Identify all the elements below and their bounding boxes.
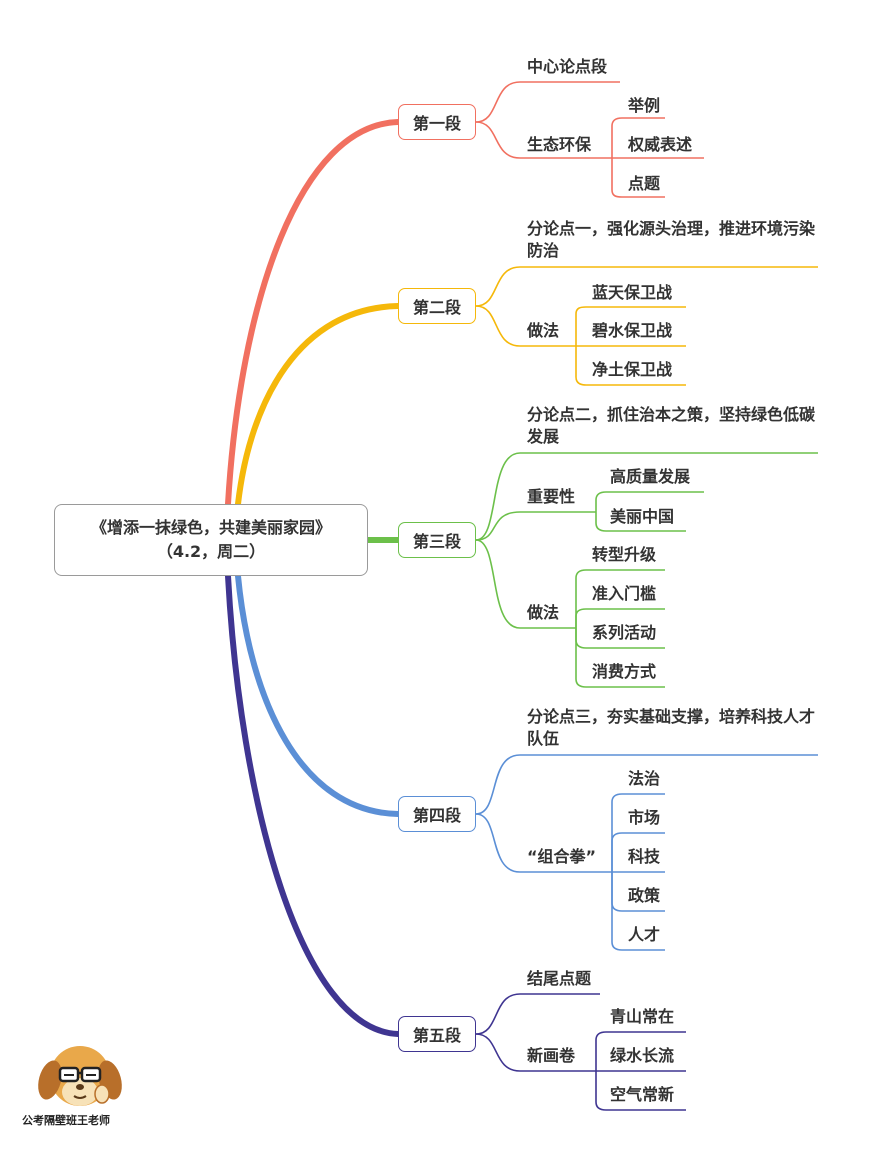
topic-new-picture[interactable]: 新画卷 [527,1046,576,1065]
section-label: 第五段 [412,1026,461,1045]
topic-clear-water[interactable]: 碧水保卫战 [592,321,673,340]
topic-combination[interactable]: “组合拳” [527,847,597,866]
section-2-lines [475,266,818,386]
topic-method[interactable]: 做法 [527,603,560,622]
topic-rule-of-law[interactable]: 法治 [628,769,661,788]
topic-sub-argument-2[interactable]: 分论点二，抓住治本之策，坚持绿色低碳发展 [527,405,816,446]
root-title: 《增添一抹绿色，共建美丽家园》 [90,518,331,537]
topic-central-thesis[interactable]: 中心论点段 [527,57,608,76]
root-date: （4.2，周二） [156,542,266,561]
topic-sub-argument-1[interactable]: 分论点一，强化源头治理，推进环境污染防治 [527,219,816,260]
topic-method[interactable]: 做法 [527,321,560,340]
dog-mascot-icon [38,1046,122,1106]
topic-consumption[interactable]: 消费方式 [592,662,657,681]
topic-green-hills[interactable]: 青山常在 [610,1007,675,1026]
author-credit: 公考隔壁班王老师 [22,1114,110,1127]
branch-2 [235,303,401,507]
section-node-5[interactable]: 第五段 [398,1016,476,1052]
topic-point[interactable]: 点题 [628,174,661,193]
topic-market[interactable]: 市场 [628,808,661,827]
section-node-4[interactable]: 第四段 [398,796,476,832]
section-node-1[interactable]: 第一段 [398,104,476,140]
section-label: 第二段 [412,298,461,317]
topic-sub-argument-3[interactable]: 分论点三，夯实基础支撑，培养科技人才队伍 [527,707,816,748]
topic-threshold[interactable]: 准入门槛 [592,584,657,603]
topic-importance[interactable]: 重要性 [527,487,576,506]
topic-technology[interactable]: 科技 [628,847,661,866]
topic-clear-rivers[interactable]: 绿水长流 [610,1046,675,1065]
topic-policy[interactable]: 政策 [628,886,661,905]
topic-blue-sky[interactable]: 蓝天保卫战 [592,283,673,302]
topic-example[interactable]: 举例 [628,96,661,115]
section-4-lines [475,754,818,951]
topic-upgrade[interactable]: 转型升级 [592,545,657,564]
branch-4 [235,573,401,817]
topic-high-quality[interactable]: 高质量发展 [610,467,691,486]
topic-ending[interactable]: 结尾点题 [527,969,592,988]
branch-1 [225,119,401,507]
section-3-lines [475,452,818,688]
topic-pure-land[interactable]: 净土保卫战 [592,360,673,379]
topic-authority[interactable]: 权威表述 [628,135,693,154]
section-node-3[interactable]: 第三段 [398,522,476,558]
topic-activities[interactable]: 系列活动 [592,623,657,642]
topic-talent[interactable]: 人才 [628,925,661,944]
section-5-lines [475,993,686,1111]
section-node-2[interactable]: 第二段 [398,288,476,324]
branch-5 [225,573,401,1037]
root-topic[interactable]: 《增添一抹绿色，共建美丽家园》 （4.2，周二） [54,504,368,576]
topic-eco[interactable]: 生态环保 [527,135,592,154]
topic-beautiful-china[interactable]: 美丽中国 [610,507,675,526]
topic-fresh-air[interactable]: 空气常新 [610,1085,675,1104]
section-1-lines [475,81,704,198]
section-label: 第四段 [412,806,461,825]
section-label: 第一段 [412,114,461,133]
section-label: 第三段 [412,532,461,551]
